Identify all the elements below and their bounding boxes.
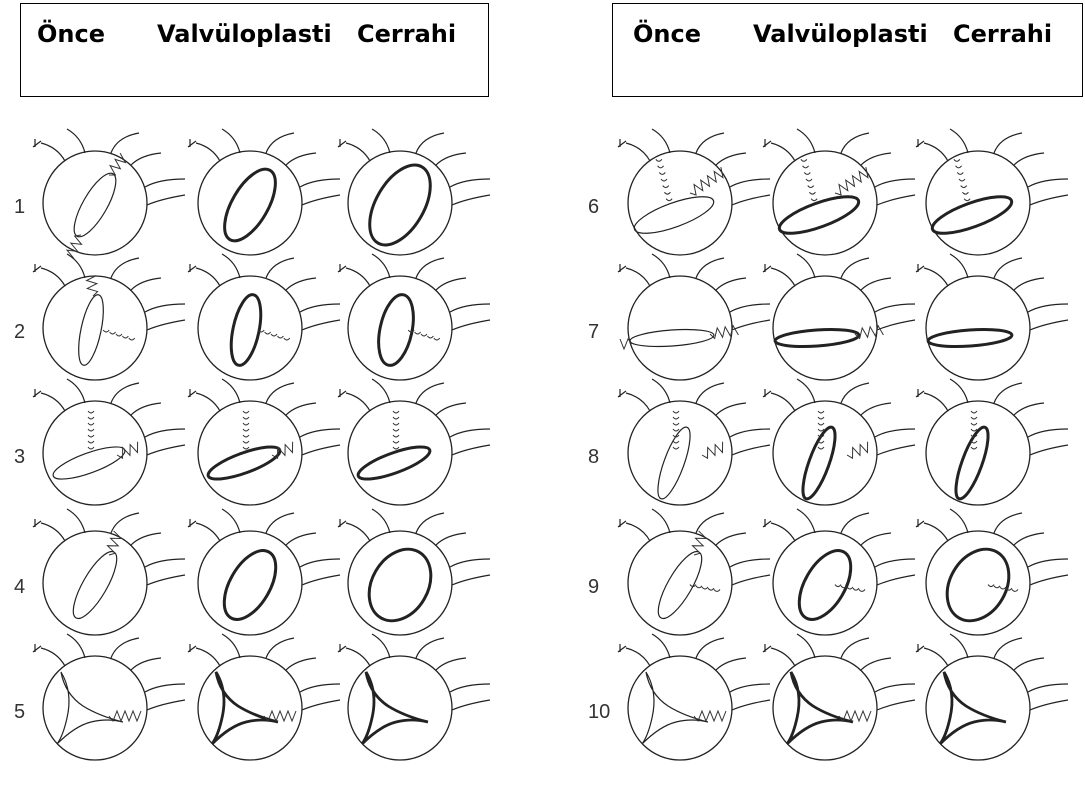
valve-figure-9-3 xyxy=(916,509,1068,635)
valve-figure-6-1 xyxy=(618,129,770,255)
valve-figure-5-1 xyxy=(33,634,185,760)
row-number-label: 7 xyxy=(588,321,599,343)
row-number-label: 9 xyxy=(588,576,599,598)
valve-figure-7-1 xyxy=(618,254,770,380)
valve-figure-10-1 xyxy=(618,634,770,760)
valve-figure-2-1 xyxy=(33,254,185,380)
valve-figure-7-2 xyxy=(763,254,915,380)
valve-figure-1-2 xyxy=(188,129,340,255)
valve-figure-7-3 xyxy=(916,254,1068,380)
row-number-label: 3 xyxy=(14,446,25,468)
row-number-label: 10 xyxy=(588,701,610,723)
row-number-label: 8 xyxy=(588,446,599,468)
valve-figure-8-3 xyxy=(916,379,1068,505)
valve-figure-10-2 xyxy=(763,634,915,760)
valve-figure-10-3 xyxy=(916,634,1068,760)
valve-figure-2-3 xyxy=(338,254,490,380)
valve-figure-4-3 xyxy=(338,509,490,635)
valve-figure-3-2 xyxy=(188,379,340,505)
valve-figure-4-2 xyxy=(188,509,340,635)
valve-figure-5-2 xyxy=(188,634,340,760)
row-number-label: 2 xyxy=(14,321,25,343)
row-number-label: 6 xyxy=(588,196,599,218)
valve-figure-9-1 xyxy=(618,509,770,635)
valve-figure-1-3 xyxy=(338,129,490,255)
valve-figure-9-2 xyxy=(763,509,915,635)
row-number-label: 4 xyxy=(14,576,25,598)
row-number-label: 5 xyxy=(14,701,25,723)
valve-figure-4-1 xyxy=(33,509,185,635)
valve-figure-6-3 xyxy=(916,129,1068,255)
valve-figure-1-1 xyxy=(33,129,185,258)
valve-figure-3-1 xyxy=(33,379,185,505)
valve-figure-8-2 xyxy=(763,379,915,505)
valve-figure-6-2 xyxy=(763,129,915,255)
valve-figure-3-3 xyxy=(338,379,490,505)
valve-figure-8-1 xyxy=(618,379,770,505)
valve-figure-2-2 xyxy=(188,254,340,380)
row-number-label: 1 xyxy=(14,196,25,218)
valve-figure-5-3 xyxy=(338,634,490,760)
